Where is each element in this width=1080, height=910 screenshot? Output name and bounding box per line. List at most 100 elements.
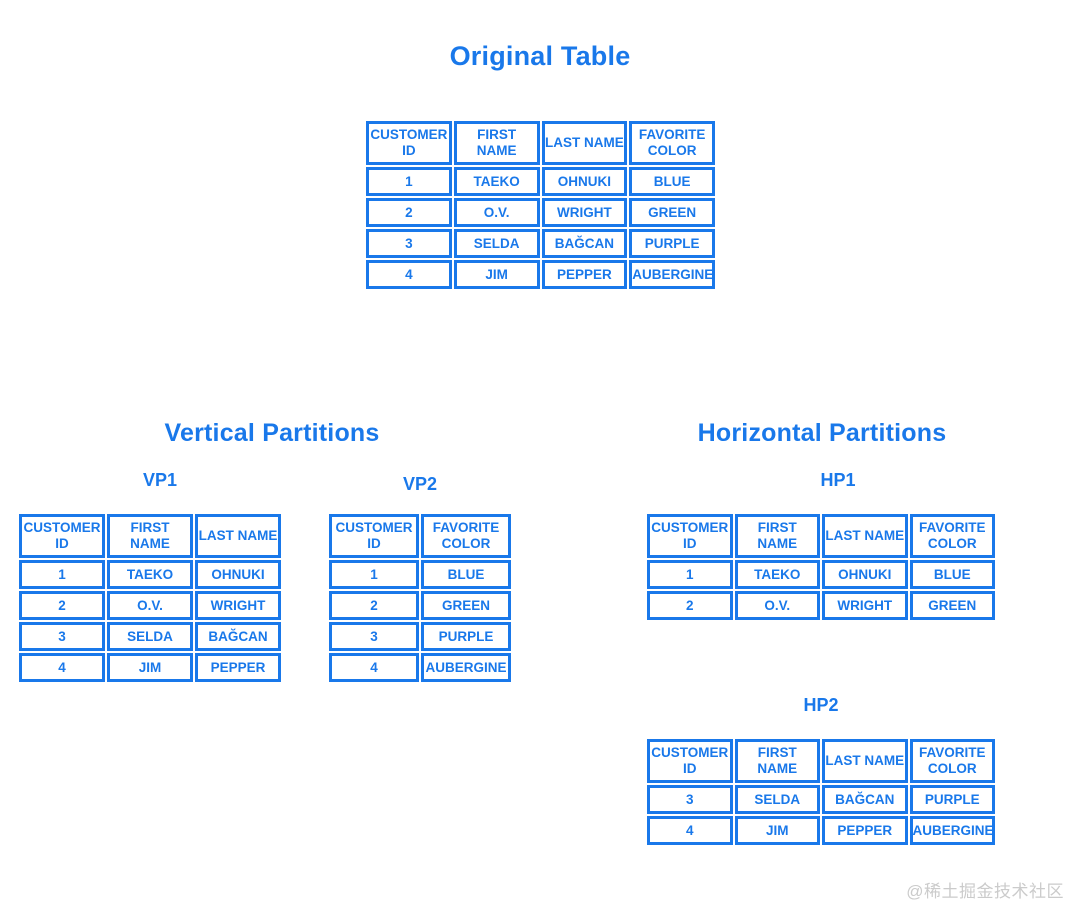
hp2-label: HP2 [803, 695, 839, 715]
data-cell: TAEKO [453, 167, 540, 196]
header-cell: LAST NAME [822, 739, 908, 783]
data-cell: 1 [19, 560, 105, 589]
data-cell: BAĞCAN [541, 229, 628, 258]
data-cell: SELDA [734, 785, 820, 814]
data-cell: OHNUKI [195, 560, 281, 589]
data-cell: TAEKO [107, 560, 193, 589]
data-cell: JIM [453, 260, 540, 289]
data-cell: BAĞCAN [195, 622, 281, 651]
header-cell: CUSTOMER ID [647, 739, 733, 783]
data-cell: SELDA [107, 622, 193, 651]
vp1-label: VP1 [142, 470, 178, 490]
data-cell: AUBERGINE [629, 260, 715, 289]
header-cell: FIRST NAME [453, 121, 540, 165]
data-cell: PURPLE [629, 229, 715, 258]
header-cell: FAVORITE COLOR [909, 739, 995, 783]
data-cell: JIM [107, 653, 193, 682]
header-cell: FAVORITE COLOR [421, 514, 511, 558]
data-cell: BAĞCAN [822, 785, 908, 814]
data-cell: O.V. [107, 591, 193, 620]
data-cell: 3 [647, 785, 733, 814]
data-cell: 3 [19, 622, 105, 651]
header-cell: CUSTOMER ID [329, 514, 419, 558]
header-cell: FAVORITE COLOR [629, 121, 715, 165]
data-cell: 1 [647, 560, 733, 589]
data-cell: AUBERGINE [909, 816, 995, 845]
data-cell: BLUE [629, 167, 715, 196]
horizontal-partitions-title: Horizontal Partitions [697, 419, 947, 447]
data-cell: 4 [647, 816, 733, 845]
header-cell: LAST NAME [822, 514, 908, 558]
data-cell: PURPLE [909, 785, 995, 814]
data-cell: TAEKO [734, 560, 820, 589]
data-cell: WRIGHT [541, 198, 628, 227]
data-cell: 1 [329, 560, 419, 589]
watermark: @稀土掘金技术社区 [906, 882, 1064, 901]
data-cell: OHNUKI [541, 167, 628, 196]
header-cell: FIRST NAME [734, 514, 820, 558]
data-cell: GREEN [629, 198, 715, 227]
data-cell: GREEN [909, 591, 995, 620]
data-cell: 2 [329, 591, 419, 620]
data-cell: BLUE [421, 560, 511, 589]
vp2-label: VP2 [402, 474, 438, 494]
data-cell: PEPPER [541, 260, 628, 289]
data-cell: JIM [734, 816, 820, 845]
data-cell: 2 [647, 591, 733, 620]
data-cell: PEPPER [822, 816, 908, 845]
data-cell: BLUE [909, 560, 995, 589]
data-cell: 3 [366, 229, 452, 258]
data-cell: OHNUKI [822, 560, 908, 589]
data-cell: SELDA [453, 229, 540, 258]
header-cell: CUSTOMER ID [647, 514, 733, 558]
header-cell: LAST NAME [541, 121, 628, 165]
data-cell: O.V. [734, 591, 820, 620]
vertical-partitions-title: Vertical Partitions [164, 419, 380, 447]
data-cell: 4 [19, 653, 105, 682]
data-cell: GREEN [421, 591, 511, 620]
header-cell: LAST NAME [195, 514, 281, 558]
data-cell: 2 [19, 591, 105, 620]
data-cell: 4 [366, 260, 452, 289]
hp1-label: HP1 [820, 470, 856, 490]
data-cell: PEPPER [195, 653, 281, 682]
data-cell: 2 [366, 198, 452, 227]
header-cell: CUSTOMER ID [366, 121, 452, 165]
data-cell: WRIGHT [195, 591, 281, 620]
header-cell: FIRST NAME [107, 514, 193, 558]
header-cell: CUSTOMER ID [19, 514, 105, 558]
header-cell: FAVORITE COLOR [909, 514, 995, 558]
header-cell: FIRST NAME [734, 739, 820, 783]
